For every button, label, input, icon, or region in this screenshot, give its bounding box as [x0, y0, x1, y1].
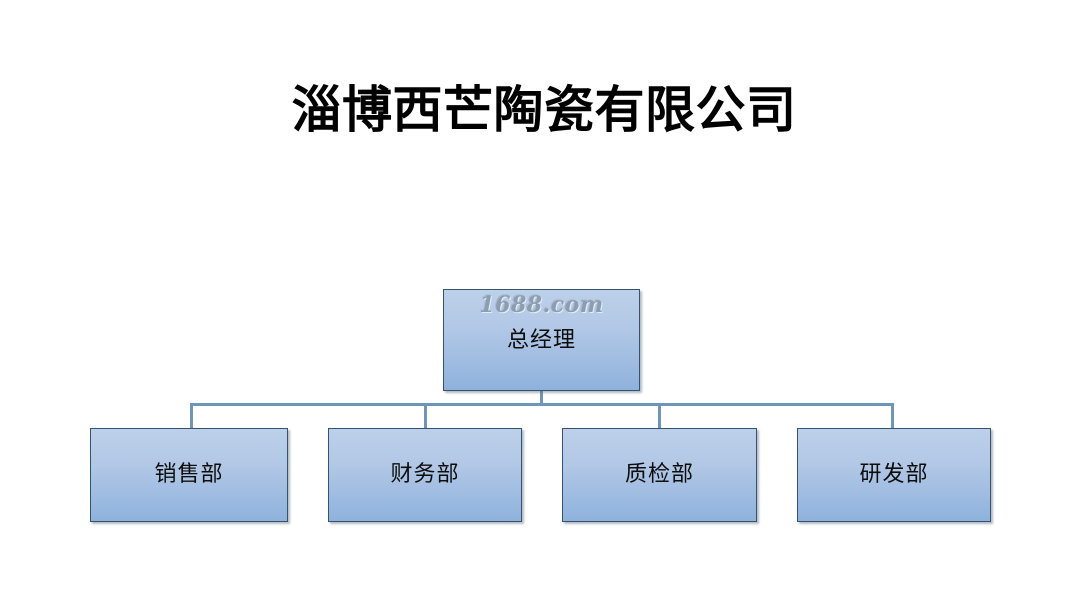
- org-node-label-rnd: 研发部: [859, 462, 929, 487]
- org-node-label-quality: 质检部: [624, 462, 694, 487]
- connector-drop-quality: [658, 403, 661, 429]
- org-node-rnd[interactable]: 研发部: [797, 428, 991, 522]
- page-title: 淄博西芒陶瓷有限公司: [291, 81, 797, 139]
- org-node-label-general-manager: 总经理: [506, 328, 576, 353]
- org-node-label-sales: 销售部: [154, 462, 224, 487]
- org-node-finance[interactable]: 财务部: [328, 428, 522, 522]
- connector-horizontal-bus: [190, 403, 894, 406]
- org-node-quality[interactable]: 质检部: [562, 428, 757, 522]
- connector-drop-sales: [190, 403, 193, 429]
- org-node-sales[interactable]: 销售部: [90, 428, 288, 522]
- connector-drop-rnd: [891, 403, 894, 429]
- connector-drop-finance: [424, 403, 427, 429]
- org-node-label-finance: 财务部: [390, 462, 460, 487]
- connector-root-stem: [540, 391, 543, 405]
- org-node-general-manager[interactable]: 1688.com 总经理: [443, 289, 640, 391]
- watermark-1688-text: 1688.com: [479, 292, 604, 318]
